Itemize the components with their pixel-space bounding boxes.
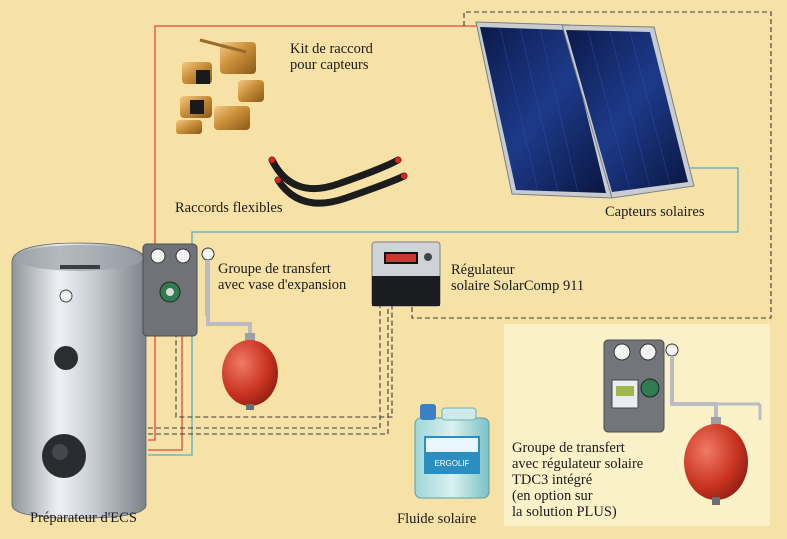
pump-station-icon [142,243,215,337]
pump-station-integrated-icon [603,339,679,433]
flexible-hose-icon [268,156,408,207]
label-groupe-transfert: Groupe de transfert avec vase d'expansio… [218,261,347,293]
fluid-canister-icon: ERGOLIF [414,404,490,499]
label-fluide: Fluide solaire [397,511,477,527]
solar-controller-icon [371,241,441,307]
label-preparateur: Préparateur d'ECS [30,510,137,526]
brass-fittings-icon [176,38,264,134]
hot-water-tank-icon [11,242,147,519]
hose-caps [269,157,407,183]
solar-panel-icon [475,21,695,199]
label-raccords-flexibles: Raccords flexibles [175,200,283,216]
expansion-vessel-option-icon [684,417,748,505]
label-groupe-tdc3: Groupe de transfert avec régulateur sola… [512,440,644,520]
vessel-connection-option [670,356,718,420]
cold-pipe [148,167,739,456]
label-capteurs-solaires: Capteurs solaires [605,204,705,220]
expansion-vessel-icon [222,333,278,410]
fluid-brand-text: ERGOLIF [434,459,469,468]
label-regulateur: Régulateur solaire SolarComp 911 [451,262,585,294]
hot-pipe [148,25,490,451]
vessel-connection [206,316,252,338]
label-kit-raccord: Kit de raccord pour capteurs [290,41,373,73]
